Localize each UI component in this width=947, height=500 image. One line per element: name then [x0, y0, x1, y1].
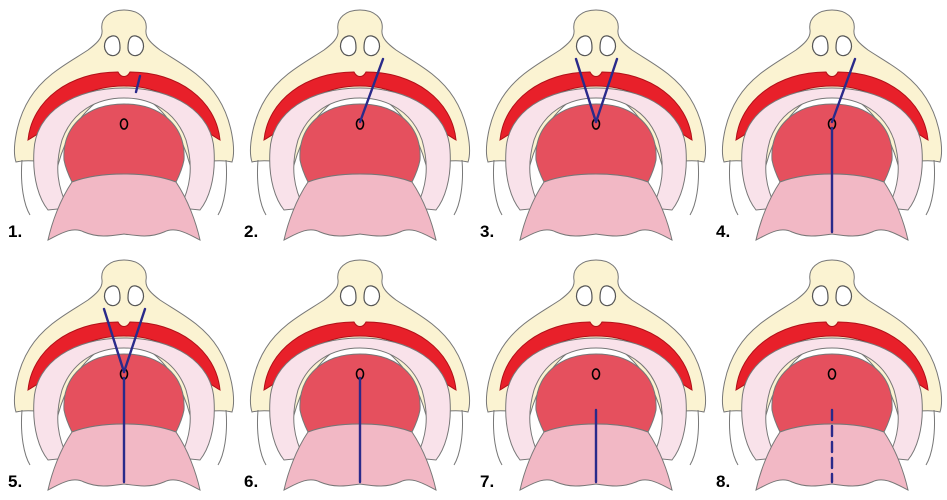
palate-illustration: [472, 250, 708, 500]
palate-illustration: [708, 0, 944, 250]
right-nostril: [600, 36, 615, 56]
stage-panel-1: 1.: [0, 0, 236, 250]
stage-number-6: 6.: [244, 472, 258, 492]
stage-number-7: 7.: [480, 472, 494, 492]
stage-number-2: 2.: [244, 222, 258, 242]
stage-number-8: 8.: [716, 472, 730, 492]
left-nostril: [577, 36, 592, 56]
left-nostril: [813, 286, 828, 306]
right-nostril: [128, 286, 143, 306]
palate-illustration: [236, 250, 472, 500]
palate-illustration: [236, 0, 472, 250]
stage-panel-7: 7.: [472, 250, 708, 500]
stage-number-3: 3.: [480, 222, 494, 242]
right-nostril: [128, 36, 143, 56]
left-nostril: [341, 36, 356, 56]
left-nostril: [813, 36, 828, 56]
stage-number-4: 4.: [716, 222, 730, 242]
stage-panel-6: 6.: [236, 250, 472, 500]
right-nostril: [364, 36, 379, 56]
stage-panel-5: 5.: [0, 250, 236, 500]
soft-palate: [520, 174, 672, 240]
palate-illustration: [0, 250, 236, 500]
stage-panel-4: 4.: [708, 0, 944, 250]
palate-illustration: [472, 0, 708, 250]
right-nostril: [836, 286, 851, 306]
right-nostril: [836, 36, 851, 56]
stage-number-5: 5.: [8, 472, 22, 492]
left-nostril: [341, 286, 356, 306]
left-nostril: [105, 286, 120, 306]
right-nostril: [600, 286, 615, 306]
soft-palate: [284, 174, 436, 240]
left-nostril: [577, 286, 592, 306]
left-nostril: [105, 36, 120, 56]
palate-illustration: [0, 0, 236, 250]
stage-number-1: 1.: [8, 222, 22, 242]
soft-palate: [48, 174, 200, 240]
right-nostril: [364, 286, 379, 306]
palate-illustration: [708, 250, 944, 500]
stage-panel-3: 3.: [472, 0, 708, 250]
stage-panel-2: 2.: [236, 0, 472, 250]
stage-panel-8: 8.: [708, 250, 944, 500]
